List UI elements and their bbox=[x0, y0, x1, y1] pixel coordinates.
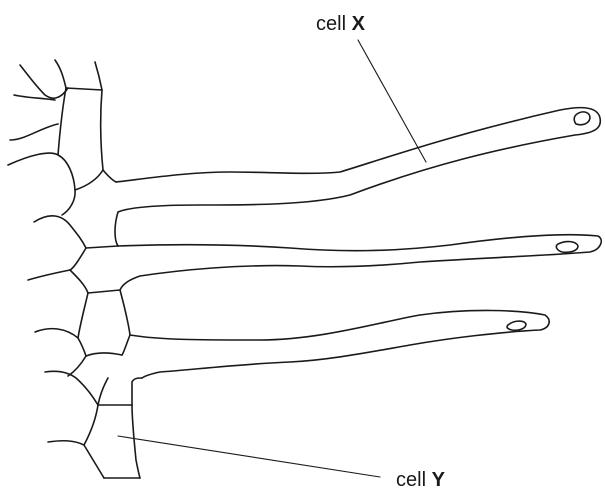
cell-y-label: cell Y bbox=[396, 470, 445, 490]
root-hair-lower bbox=[130, 310, 549, 378]
root-hair-middle bbox=[118, 235, 601, 290]
leader-line-x bbox=[358, 40, 426, 162]
cell-y-label-letter: Y bbox=[432, 469, 445, 491]
leader-lines bbox=[118, 40, 426, 477]
cell-y-label-prefix: cell bbox=[396, 469, 426, 491]
leader-line-y bbox=[118, 436, 380, 477]
cell-x-label: cell X bbox=[316, 14, 365, 34]
cell-x-label-letter: X bbox=[352, 13, 365, 35]
root-hair-x bbox=[115, 108, 600, 246]
cell-x-label-prefix: cell bbox=[316, 13, 346, 35]
epidermis-cell-outlines bbox=[8, 60, 142, 478]
